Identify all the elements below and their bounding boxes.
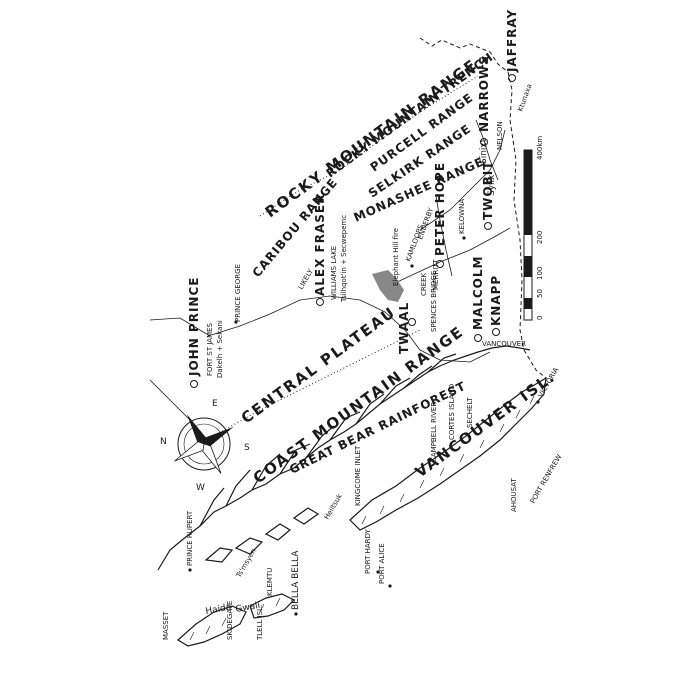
label-jaffray: JAFFRAY (505, 9, 519, 73)
okanagan-river (435, 195, 453, 277)
marker-twaal (408, 318, 416, 326)
label-williams-lake: WILLIAMS LAKE (330, 246, 338, 300)
haida-gwaii-south (249, 593, 296, 619)
label-nelson: NELSON (496, 121, 504, 150)
marker-malcolm (474, 334, 482, 342)
scale-label-0: 0 (536, 316, 544, 320)
haida-gwaii-north (176, 605, 247, 647)
label-vancouver: VANCOUVER (482, 340, 526, 348)
label-twaal: TWAAL (397, 302, 411, 354)
label-bella-bella: BELLA BELLA (291, 550, 301, 610)
scale-label-50: 50 (536, 289, 544, 298)
marker-twobit (484, 222, 492, 230)
compass-s: S (244, 443, 250, 453)
compass-w: W (196, 483, 205, 493)
label-twobit: TWOBIT (481, 161, 495, 220)
kootenay-river (475, 119, 499, 181)
compass-n: N (160, 437, 167, 447)
us-border (523, 349, 547, 379)
scale-label-100: 100 (536, 267, 544, 280)
mainland-coast (157, 345, 531, 571)
label-peter-hope: PETER HOPE (433, 162, 447, 256)
label-ktunaxa: Ktunaxa (516, 83, 533, 113)
vancouver-island (349, 376, 547, 531)
compass-rose (174, 414, 234, 474)
compass-e: E (212, 399, 218, 409)
label-tlell: TLELL ISL. (256, 605, 264, 641)
label-port-hardy: PORT HARDY (364, 528, 372, 574)
label-malcolm: MALCOLM (471, 256, 485, 330)
label-port-renfrew: PORT RENFREW (529, 453, 564, 505)
marker-john-prince (190, 380, 198, 388)
scale-bar (523, 149, 533, 321)
label-kingcome: KINGCOME INLET (354, 445, 362, 506)
fjord-inlets (199, 353, 457, 527)
label-prince-george: PRINCE GEORGE (234, 264, 242, 322)
label-creek: CREEK (420, 272, 428, 296)
label-cortes: CORTES ISLAND (448, 384, 456, 440)
haida-gwaii-hatch (189, 597, 281, 641)
marker-narrows (480, 138, 488, 146)
town-dots (188, 236, 540, 616)
label-sinixt: Sinixt (479, 138, 489, 164)
label-kelowna: KELOWNA (458, 199, 466, 234)
label-haida: Haida (205, 603, 232, 617)
label-port-alice: PORT ALICE (378, 543, 386, 584)
label-fort-st-james: FORT ST JAMES (206, 322, 214, 376)
marker-alex-fraser (316, 298, 324, 306)
label-masset: MASSET (162, 611, 170, 640)
thompson-river (379, 227, 511, 291)
marker-peter-hope (436, 260, 444, 268)
label-dakelh: Dakelh + Sekani (216, 320, 224, 378)
scale-label-400: 400km (536, 136, 544, 160)
label-campbell-river: CAMPBELL RIVER (430, 402, 438, 462)
label-gwaii: Gwaii (235, 601, 261, 615)
label-klemtu: KLEMTU (266, 568, 274, 596)
label-narrows: NARROWS (477, 55, 491, 132)
label-syilx: Syilx (487, 174, 497, 196)
label-merritt: MERRITT (432, 259, 440, 290)
label-alex-fraser: ALEX FRASER (313, 194, 327, 296)
marker-knapp (492, 328, 500, 336)
label-heiltsuk: Heiltsuk (323, 492, 345, 521)
vancouver-island-hatch (361, 395, 535, 525)
fraser-river (207, 295, 491, 363)
shuswap-lake (372, 270, 404, 302)
label-skidegate: SKIDEGATE (226, 601, 234, 640)
label-tsilhqotin: Tsilhqot'in + Secwepemc (340, 215, 348, 303)
columbia-river (419, 129, 506, 231)
label-ahousat: AHOUSAT (510, 477, 518, 512)
label-sechelt: SECHELT (466, 397, 474, 428)
nechako-river (149, 317, 211, 337)
scale-label-200: 200 (536, 231, 544, 244)
label-knapp: KNAPP (489, 275, 503, 326)
label-elephant-hill: Elephant Hill fire (392, 228, 400, 286)
label-prince-rupert: PRINCE RUPERT (186, 510, 194, 566)
north-coast-islands (204, 507, 320, 563)
label-spences-bridge: SPENCES BRIDGE (430, 271, 438, 332)
label-john-prince: JOHN PRINCE (187, 277, 201, 377)
marker-jaffray (508, 74, 516, 82)
